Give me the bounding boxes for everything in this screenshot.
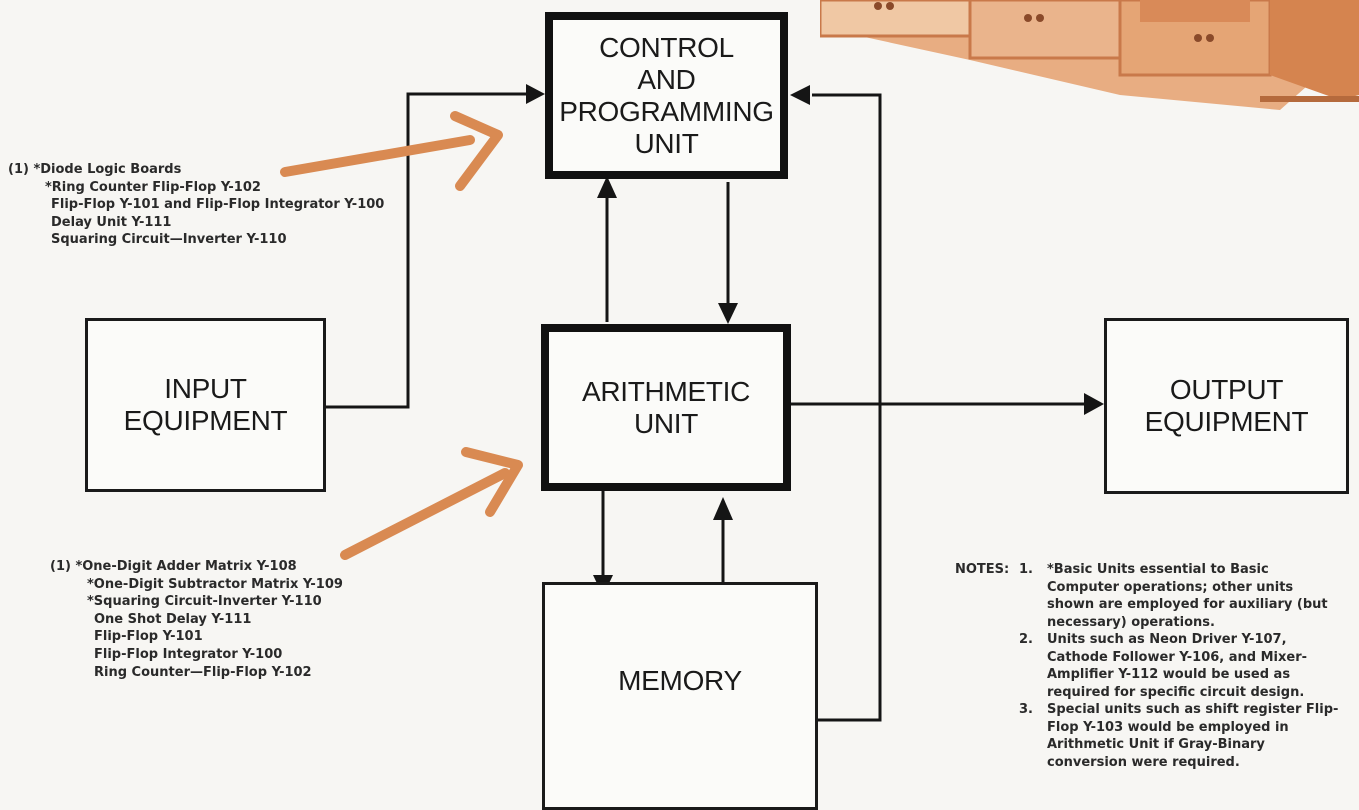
arithmetic-label-line2: UNIT — [634, 408, 698, 440]
arrowhead-output — [1084, 393, 1104, 415]
control-part-item: Flip-Flop Y-101 and Flip-Flop Integrator… — [8, 196, 384, 214]
note-text: Special units such as shift register Fli… — [1047, 702, 1338, 770]
arithmetic-part-item: *One-Digit Subtractor Matrix Y-109 — [50, 576, 343, 594]
arithmetic-unit-parts-list: (1) *One-Digit Adder Matrix Y-108 *One-D… — [50, 558, 343, 681]
notes-list: 1. *Basic Units essential to Basic Compu… — [1019, 561, 1339, 771]
note-item: 2. Units such as Neon Driver Y-107, Cath… — [1019, 631, 1339, 701]
arithmetic-label-line1: ARITHMETIC — [582, 376, 750, 408]
output-equipment-box: OUTPUT EQUIPMENT — [1104, 318, 1349, 494]
pointer-arrow-arithmetic-shaft — [345, 473, 505, 555]
memory-to-control-line — [812, 95, 880, 720]
note-number: 3. — [1019, 701, 1033, 719]
output-label-line1: OUTPUT — [1170, 374, 1283, 406]
arithmetic-part-item: One Shot Delay Y-111 — [50, 611, 343, 629]
control-label-line2: AND — [637, 64, 695, 96]
arrowhead-arithmetic-bottom — [713, 497, 733, 520]
arithmetic-part-item: Ring Counter—Flip-Flop Y-102 — [50, 664, 343, 682]
control-part-item: Delay Unit Y-111 — [8, 214, 384, 232]
memory-box: MEMORY — [542, 582, 818, 810]
control-programming-unit-box: CONTROL AND PROGRAMMING UNIT — [545, 12, 788, 179]
note-number: 2. — [1019, 631, 1033, 649]
control-part-item: (1) *Diode Logic Boards — [8, 161, 384, 179]
pointer-arrow-control-head — [455, 116, 498, 186]
arithmetic-part-item: (1) *One-Digit Adder Matrix Y-108 — [50, 558, 343, 576]
note-number: 1. — [1019, 561, 1033, 579]
control-part-item: *Ring Counter Flip-Flop Y-102 — [8, 179, 384, 197]
control-label-line1: CONTROL — [599, 32, 734, 64]
note-item: 1. *Basic Units essential to Basic Compu… — [1019, 561, 1339, 631]
memory-label: MEMORY — [618, 665, 742, 697]
note-text: *Basic Units essential to Basic Computer… — [1047, 562, 1328, 630]
notes-label: NOTES: — [955, 561, 1009, 579]
control-part-item: Squaring Circuit—Inverter Y-110 — [8, 231, 384, 249]
arithmetic-part-item: *Squaring Circuit-Inverter Y-110 — [50, 593, 343, 611]
arrowhead-control-left — [526, 84, 545, 104]
input-label-line2: EQUIPMENT — [124, 405, 288, 437]
control-unit-parts-list: (1) *Diode Logic Boards *Ring Counter Fl… — [8, 161, 384, 249]
arithmetic-part-item: Flip-Flop Y-101 — [50, 628, 343, 646]
control-label-line4: UNIT — [634, 128, 698, 160]
input-equipment-box: INPUT EQUIPMENT — [85, 318, 326, 492]
arithmetic-unit-box: ARITHMETIC UNIT — [541, 324, 791, 491]
arrowhead-arithmetic-top — [718, 303, 738, 324]
note-item: 3. Special units such as shift register … — [1019, 701, 1339, 771]
note-text: Units such as Neon Driver Y-107, Cathode… — [1047, 632, 1307, 700]
output-label-line2: EQUIPMENT — [1145, 406, 1309, 438]
input-label-line1: INPUT — [164, 373, 247, 405]
arrowhead-control-bottom — [597, 176, 617, 198]
arrowhead-control-right — [790, 85, 810, 105]
arithmetic-part-item: Flip-Flop Integrator Y-100 — [50, 646, 343, 664]
control-label-line3: PROGRAMMING — [559, 96, 773, 128]
